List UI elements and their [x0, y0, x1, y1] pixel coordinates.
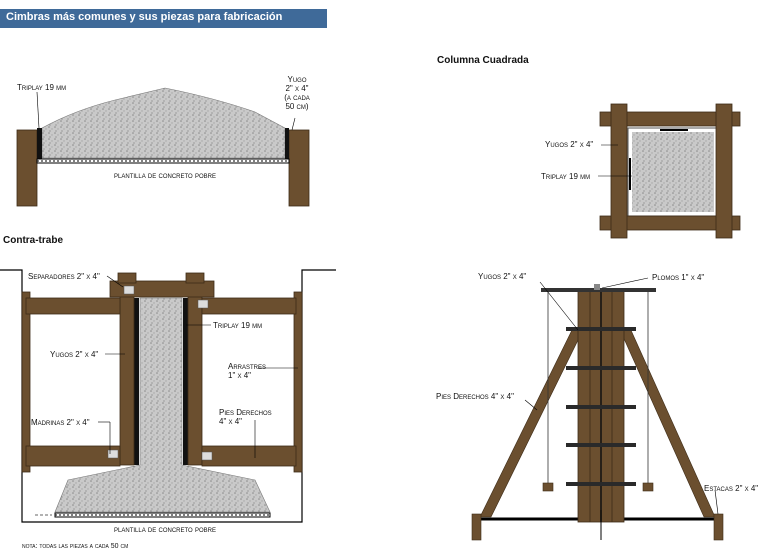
fig2-title: Columna Cuadrada	[437, 55, 529, 66]
fig2-triplay-label: Triplay 19 mm	[541, 172, 591, 181]
fig3-pies-label: Pies Derechos 4" x 4"	[219, 408, 272, 426]
fig1-right-plywood	[285, 128, 289, 162]
fig4-plomos-label: Plomos 1" x 4"	[652, 273, 705, 282]
fig3-note: nota: todas las piezas a cada 50 cm	[22, 543, 129, 550]
section-header: Cimbras más comunes y sus piezas para fa…	[0, 9, 327, 28]
fig1-right-post	[288, 129, 310, 207]
fig1-left-plywood	[37, 128, 42, 162]
fig4-pies-label: Pies Derechos 4" x 4"	[436, 392, 514, 401]
fig1-yugo-line4: 50 cm)	[285, 102, 309, 111]
fig3-post-right	[293, 291, 303, 473]
fig1-concrete	[41, 87, 286, 159]
fig3-arrastres-label: Arrastres 1" x 4"	[228, 362, 266, 380]
fig3-plantilla-label: plantilla de concreto pobre	[114, 525, 216, 534]
fig3-arrastres-line1: Arrastres	[228, 362, 267, 371]
fig3-separadores-label: Separadores 2" x 4"	[28, 272, 100, 281]
fig3-pies-line1: Pies Derechos	[219, 408, 272, 417]
section-title: Cimbras más comunes y sus piezas para fa…	[6, 11, 283, 23]
fig1-yugo-line3: (a cada	[284, 93, 310, 102]
fig1-yugo-line2: 2" x 4"	[285, 84, 309, 93]
fig1-left-post	[16, 129, 38, 207]
fig2-yugos-label: Yugos 2" x 4"	[545, 140, 594, 149]
fig3-yugos-label: Yugos 2" x 4"	[50, 350, 99, 359]
fig1-slab-formwork	[16, 87, 310, 207]
fig4-braced-column	[471, 277, 724, 541]
fig3-stud-left-inner	[119, 279, 135, 466]
fig1-triplay-label: Triplay 19 mm	[17, 83, 67, 92]
fig3-grade-beam	[0, 269, 336, 523]
fig3-title: Contra-trabe	[3, 235, 64, 244]
fig1-yugo-label: Yugo 2" x 4" (a cada 50 cm)	[280, 75, 314, 111]
fig3-pies-line2: 4" x 4"	[219, 417, 243, 426]
fig2-square-column	[598, 103, 741, 239]
fig3-post-left	[21, 291, 31, 473]
fig2-yoke-left	[610, 103, 628, 239]
fig3-triplay-label: Triplay 19 mm	[213, 321, 263, 330]
fig3-madrinas-label: Madrinas 2" x 4"	[31, 418, 90, 427]
fig1-plantilla-label: plantilla de concreto pobre	[114, 171, 216, 180]
fig2-yoke-right	[715, 103, 733, 239]
fig1-yugo-line1: Yugo	[287, 75, 307, 84]
fig4-yugos-label: Yugos 2" x 4"	[478, 272, 527, 281]
fig2-concrete	[632, 132, 714, 212]
fig3-separator	[109, 280, 215, 298]
fig2-yoke-top	[599, 111, 741, 127]
fig4-estacas-label: Estacas 2" x 4"	[704, 484, 759, 493]
fig4-brace-right	[620, 327, 716, 518]
fig3-concrete	[54, 297, 271, 513]
fig2-yoke-bottom	[599, 215, 741, 231]
fig3-arrastres-line2: 1" x 4"	[228, 371, 252, 380]
fig4-brace-left	[479, 327, 583, 518]
